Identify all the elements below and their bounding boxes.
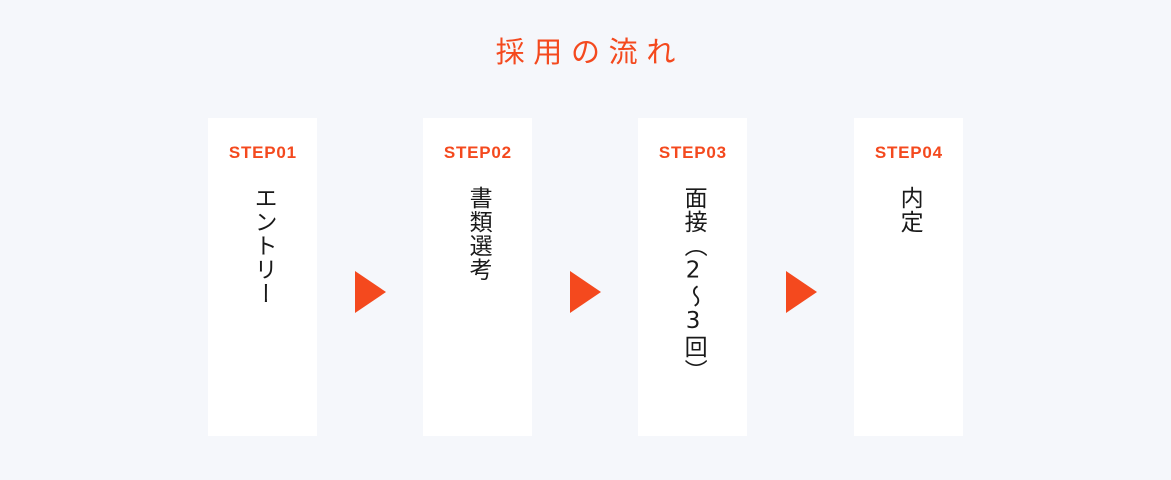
triangle-right-icon	[355, 271, 386, 313]
flow-steps-container: STEP01 エントリー STEP02 書類選考 STEP03 面接（2〜3回）…	[208, 118, 964, 436]
step-card-3: STEP03 面接（2〜3回）	[638, 118, 747, 436]
step-number-label: STEP03	[658, 143, 727, 162]
step-number-label: STEP04	[874, 143, 943, 162]
page-title: 採用の流れ	[495, 35, 685, 69]
step-number-label: STEP02	[443, 143, 512, 162]
step-card-4: STEP04 内定	[854, 118, 963, 436]
step-body-4: 内定	[854, 186, 963, 424]
step-card-2: STEP02 書類選考	[423, 118, 532, 436]
step-vertical-text: 書類選考	[465, 186, 492, 282]
step-vertical-text: 内定	[896, 186, 923, 234]
triangle-right-icon	[786, 271, 817, 313]
step-body-1: エントリー	[208, 186, 317, 424]
step-vertical-text: エントリー	[250, 186, 277, 306]
step-vertical-text: 面接（2〜3回）	[680, 186, 707, 383]
step-card-1: STEP01 エントリー	[208, 118, 317, 436]
triangle-right-icon	[570, 271, 601, 313]
step-body-3: 面接（2〜3回）	[638, 186, 747, 424]
step-number-label: STEP01	[228, 143, 297, 162]
step-body-2: 書類選考	[423, 186, 532, 424]
